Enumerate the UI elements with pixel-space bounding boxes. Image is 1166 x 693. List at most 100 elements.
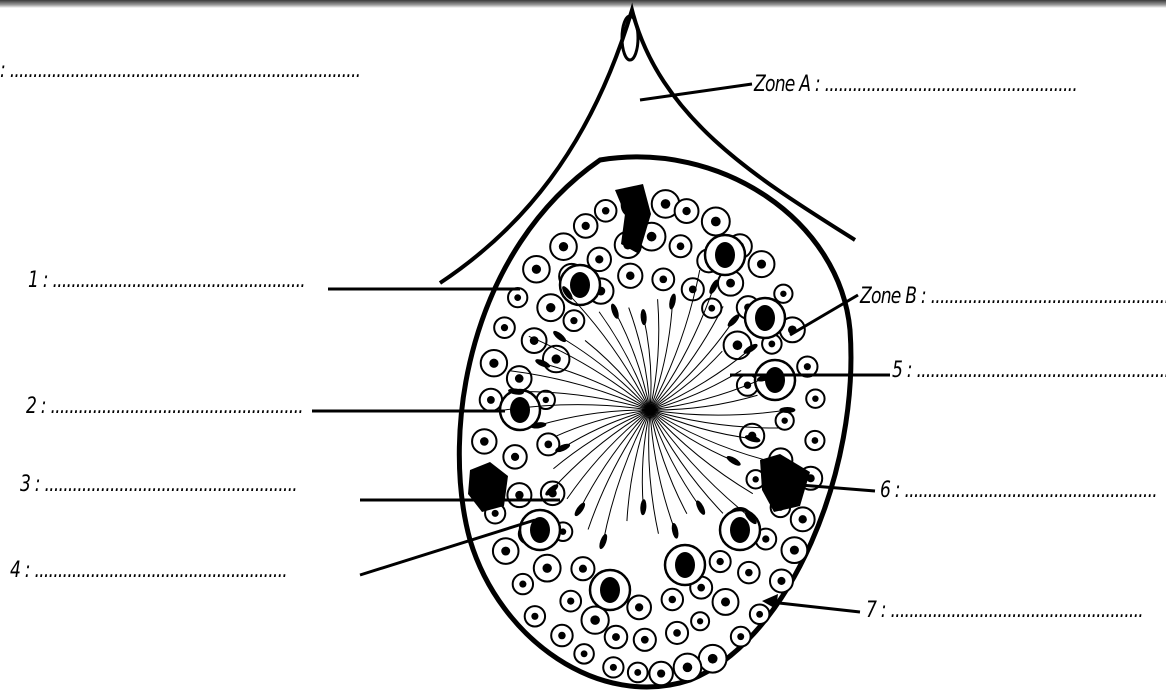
germ-cell-nucleus — [768, 341, 775, 348]
label-7: 7 : ....................................… — [866, 598, 1143, 624]
title-blank-line: : ......................................… — [0, 58, 360, 84]
spermatid-head — [671, 522, 680, 539]
label-5-blank[interactable]: ........................................… — [916, 358, 1166, 383]
label-5: 5 : ....................................… — [892, 358, 1166, 384]
spermatocyte-nucleus — [715, 242, 735, 268]
germ-cell-nucleus — [673, 629, 681, 637]
germ-cell-nucleus — [489, 359, 498, 368]
label-6-blank[interactable]: ........................................… — [904, 478, 1156, 503]
label-3: 3 : ....................................… — [20, 472, 297, 498]
leader-zone-a — [640, 84, 752, 100]
germ-cell-nucleus — [501, 324, 508, 331]
germ-cell-nucleus — [558, 632, 566, 640]
spermatid-head — [726, 313, 741, 329]
germ-cell-nucleus — [492, 510, 499, 517]
spermatocyte-nucleus — [730, 517, 750, 543]
germ-cell-nucleus — [559, 242, 568, 251]
label-3-blank[interactable]: ........................................… — [44, 472, 296, 497]
label-7-blank[interactable]: ........................................… — [890, 598, 1142, 623]
label-zone-b-name: Zone B : — [860, 284, 926, 309]
label-4: 4 : ....................................… — [10, 558, 287, 584]
label-2-number: 2 : — [26, 394, 46, 419]
spermatid-head — [573, 501, 587, 518]
label-zone-b-blank[interactable]: ........................................… — [931, 284, 1166, 309]
germ-cell-nucleus — [777, 577, 785, 585]
germ-cell-nucleus — [682, 207, 690, 215]
spermatocyte-nucleus — [510, 397, 530, 423]
label-1-blank[interactable]: ........................................… — [52, 268, 304, 293]
label-zone-a-name: Zone A : — [754, 72, 820, 97]
spermatid-head — [694, 499, 707, 516]
sertoli-cell — [760, 454, 810, 512]
germ-cell-nucleus — [590, 615, 600, 625]
germ-cell-nucleus — [708, 654, 718, 664]
spermatid-head — [725, 454, 742, 467]
label-1: 1 : ....................................… — [28, 268, 305, 294]
germ-cell-nucleus — [697, 584, 705, 592]
germ-cell-nucleus — [595, 255, 603, 263]
germ-cell-nucleus — [647, 232, 657, 242]
germ-cell-nucleus — [659, 276, 667, 284]
germ-cell-nucleus — [697, 618, 703, 624]
germ-cell-nucleus — [799, 515, 807, 523]
label-5-number: 5 : — [892, 358, 912, 383]
germ-cell-nucleus — [519, 581, 526, 588]
spermatid-head — [640, 499, 647, 515]
germ-cell-nucleus — [733, 340, 743, 350]
spermatid-head — [598, 533, 609, 550]
label-1-number: 1 : — [28, 268, 48, 293]
label-6: 6 : ....................................… — [880, 478, 1157, 504]
germ-cell-nucleus — [716, 558, 723, 565]
spermatid-head — [779, 407, 795, 413]
germ-cell-nucleus — [683, 663, 693, 673]
germ-cell-nucleus — [757, 260, 766, 269]
germ-cell-nucleus — [790, 546, 799, 555]
label-zone-a-blank[interactable]: ........................................… — [825, 72, 1077, 97]
germ-cell-nucleus — [515, 374, 524, 383]
label-6-number: 6 : — [880, 478, 900, 503]
label-4-number: 4 : — [10, 558, 30, 583]
spermatid-head — [668, 293, 677, 310]
germ-cell-nucleus — [542, 563, 551, 572]
leader-7 — [770, 602, 860, 612]
germ-cell-nucleus — [726, 279, 735, 288]
germ-cell-nucleus — [567, 597, 574, 604]
germ-cell-nucleus — [745, 569, 753, 577]
germ-cell-nucleus — [610, 664, 617, 671]
label-zone-a: Zone A : ...............................… — [754, 72, 1077, 98]
germ-cell-nucleus — [515, 491, 523, 499]
germ-cell-nucleus — [812, 437, 819, 444]
germ-cell-nucleus — [511, 453, 519, 461]
germ-cell-nucleus — [581, 650, 588, 657]
germ-cell-nucleus — [711, 217, 721, 227]
germ-cell-nucleus — [641, 636, 649, 644]
germ-cell-nucleus — [612, 633, 620, 641]
germ-cell-nucleus — [804, 363, 811, 370]
germ-cell-nucleus — [635, 603, 643, 611]
germ-cell-nucleus — [634, 669, 641, 676]
spermatocyte-nucleus — [755, 305, 775, 331]
germ-cell-nucleus — [657, 669, 665, 677]
germ-cell-nucleus — [544, 441, 552, 449]
sertoli-cell — [468, 462, 508, 512]
label-2-blank[interactable]: ........................................… — [50, 394, 302, 419]
germ-cell-nucleus — [532, 265, 541, 274]
germ-cell-nucleus — [756, 611, 763, 618]
label-4-blank[interactable]: ........................................… — [34, 558, 286, 583]
label-zone-b: Zone B : ...............................… — [860, 284, 1166, 310]
spermatocyte-nucleus — [570, 272, 590, 298]
germ-cell-nucleus — [546, 303, 555, 312]
germ-cell-nucleus — [570, 317, 577, 324]
spermatocyte-nucleus — [600, 577, 620, 603]
germ-cell-nucleus — [602, 207, 610, 215]
germ-cell-nucleus — [626, 272, 634, 280]
germ-cell-nucleus — [752, 476, 758, 482]
flagellum — [650, 410, 787, 415]
spermatocyte-nucleus — [765, 367, 785, 393]
label-2: 2 : ....................................… — [26, 394, 303, 420]
germ-cell-nucleus — [737, 633, 744, 640]
germ-cell-nucleus — [677, 242, 685, 250]
germ-cell-nucleus — [543, 397, 549, 403]
germ-cell-nucleus — [582, 222, 590, 230]
